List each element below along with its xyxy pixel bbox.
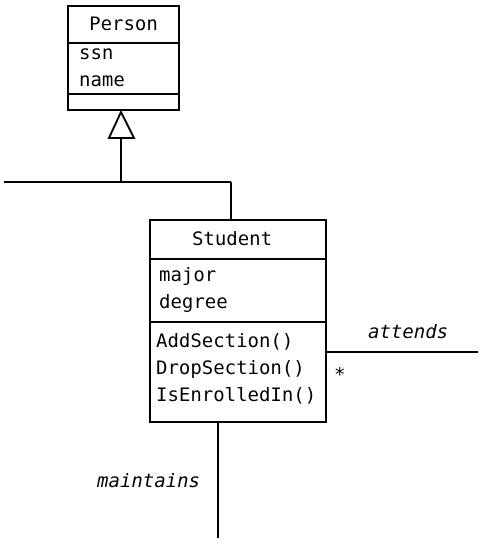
person-class-box[interactable] [67, 5, 180, 111]
student-operation-is-enrolled-in: IsEnrolledIn() [156, 384, 317, 406]
student-attribute-major: major [159, 264, 217, 286]
student-attribute-degree: degree [159, 291, 228, 313]
person-attributes: ssn name [79, 40, 125, 94]
inheritance-triangle-icon [107, 109, 136, 139]
student-class-box[interactable] [149, 219, 327, 423]
attends-multiplicity: * [334, 364, 346, 386]
maintains-association-label: maintains [97, 470, 200, 492]
student-class-name: Student [191, 228, 273, 250]
person-attribute-name: name [79, 69, 125, 91]
person-attribute-ssn: ssn [79, 42, 114, 64]
student-operation-add-section: AddSection() [156, 330, 294, 352]
generalization-connector [4, 109, 232, 220]
attends-association-label: attends [368, 321, 449, 343]
person-class-name: Person [89, 13, 158, 35]
student-attributes: major degree [159, 262, 228, 316]
student-operation-drop-section: DropSection() [156, 357, 305, 379]
student-operations: AddSection() DropSection() IsEnrolledIn(… [156, 328, 316, 409]
